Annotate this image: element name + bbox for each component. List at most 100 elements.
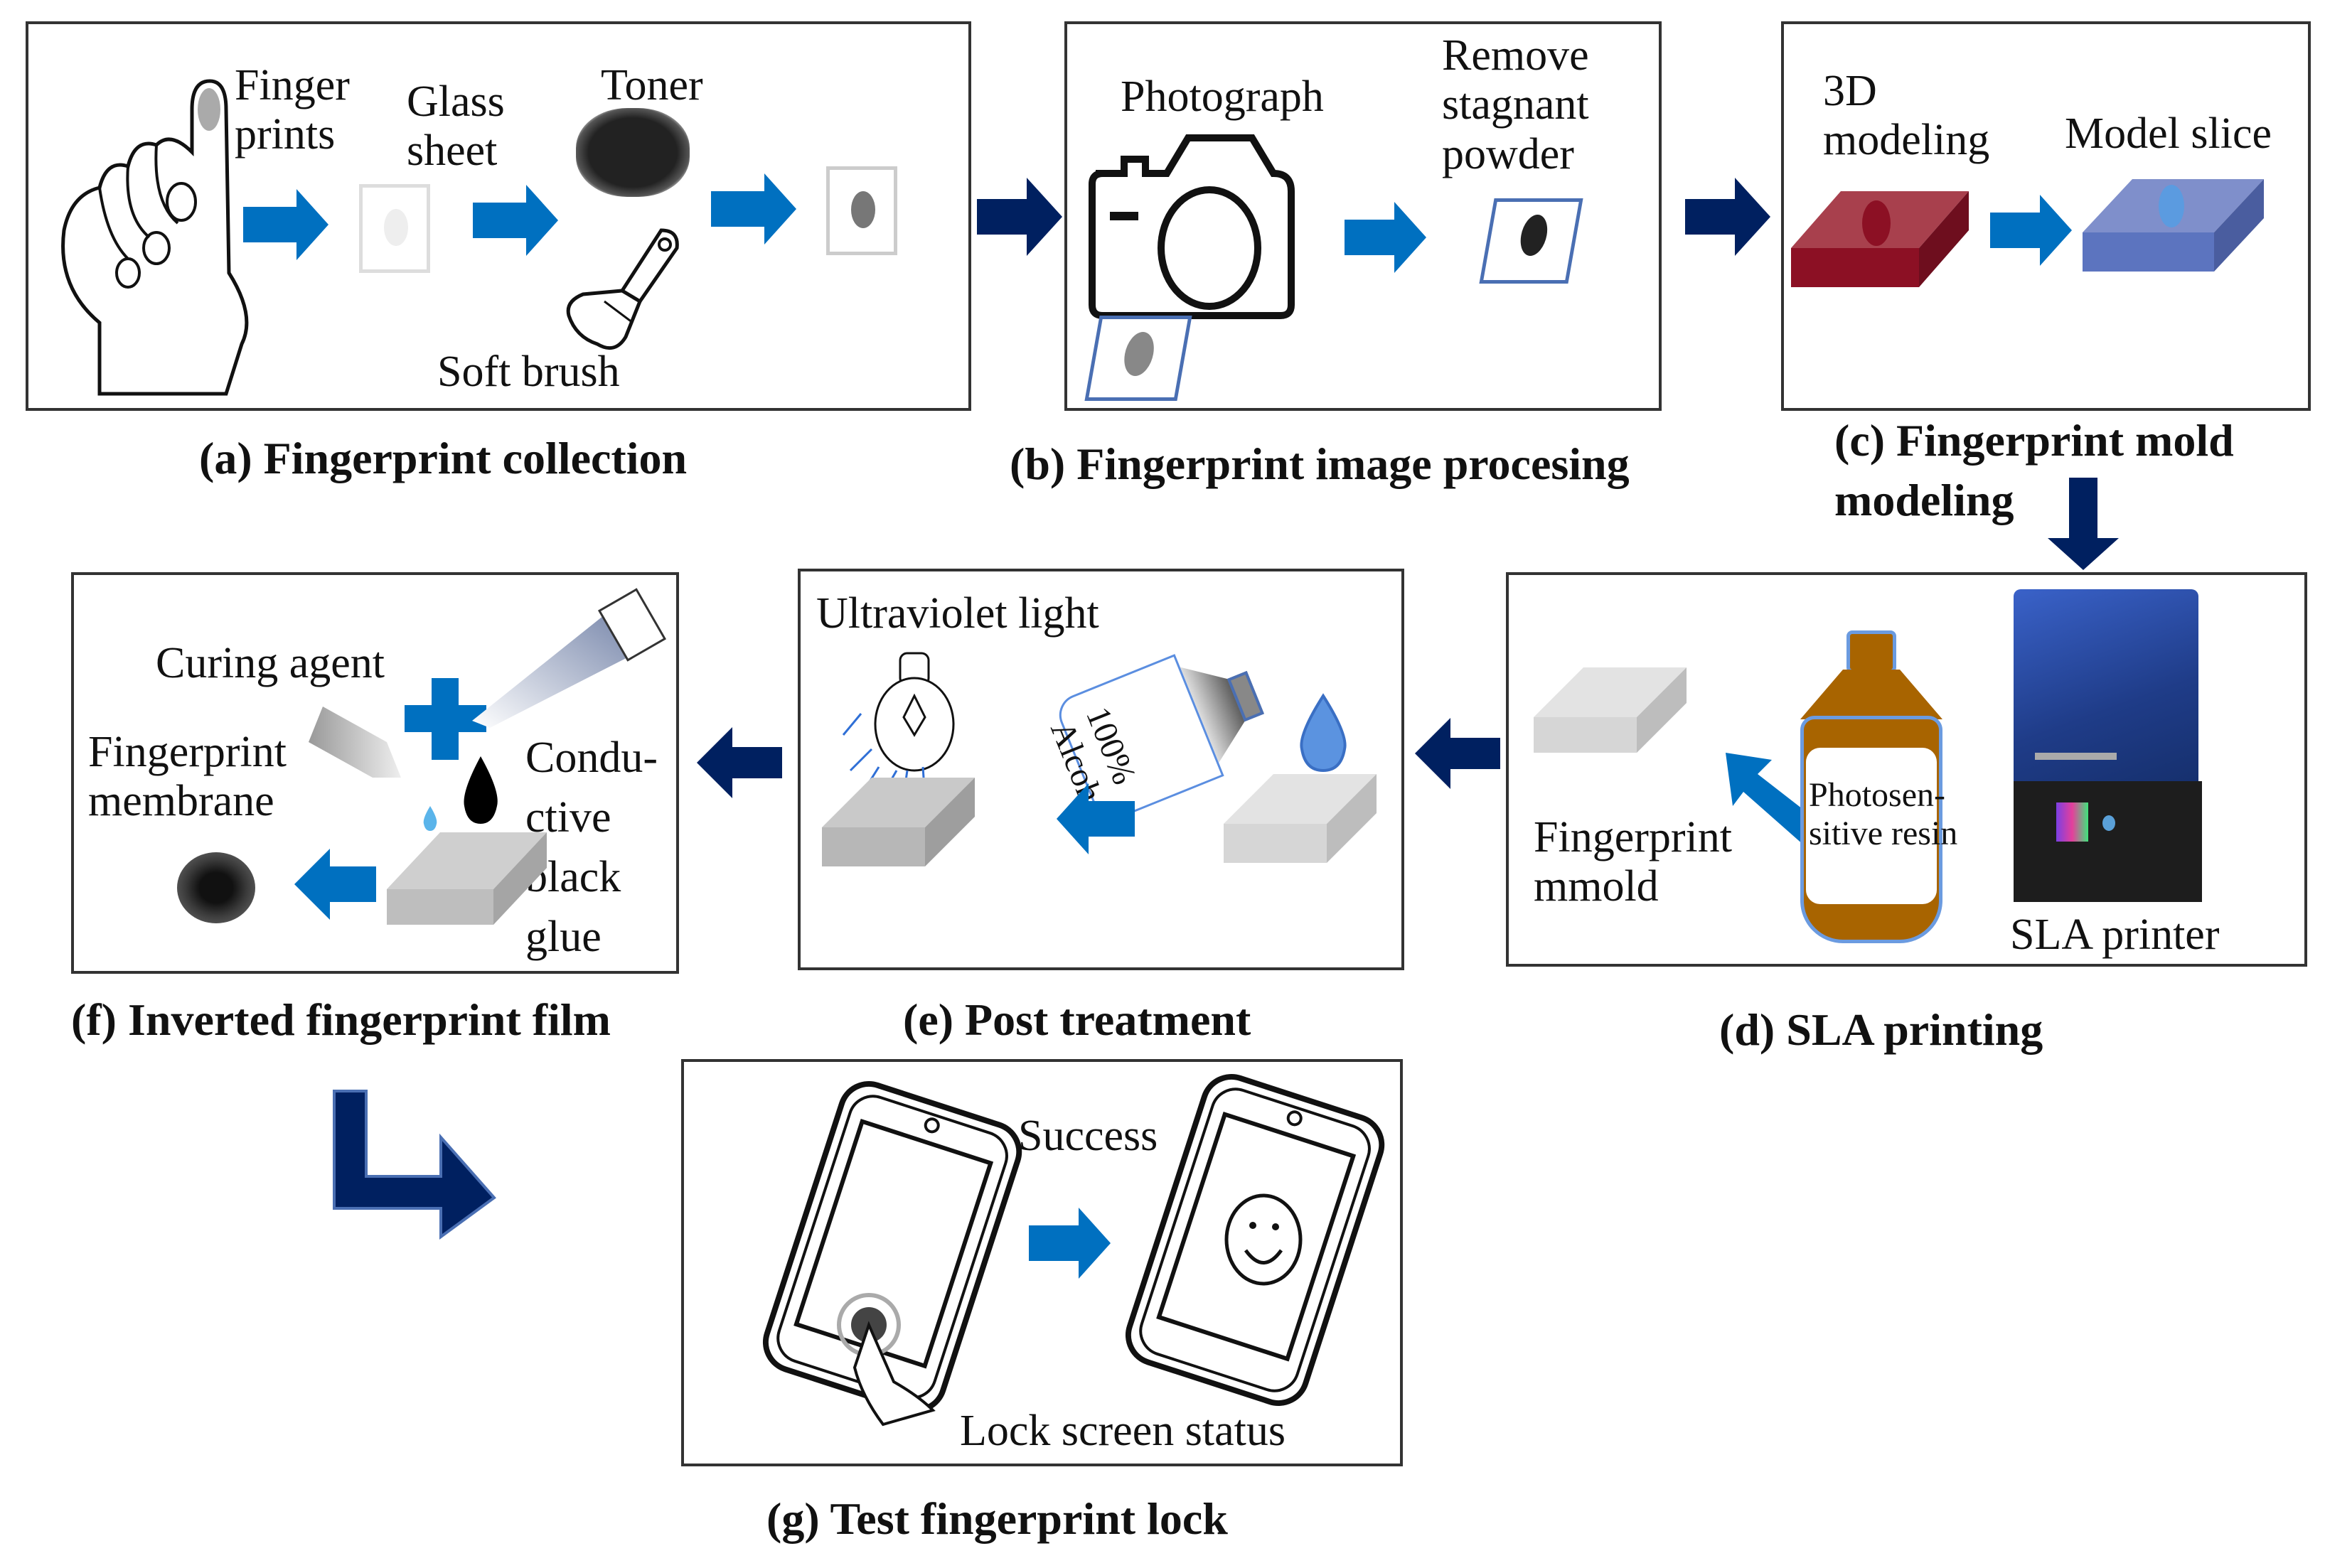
arrow-right-icon — [711, 173, 796, 245]
sla-printer-icon — [2014, 589, 2206, 902]
arrow-right-icon — [473, 185, 558, 256]
arrow-right-icon — [1029, 1208, 1111, 1279]
label-remove-stagnant-powder: Remove stagnant powder — [1442, 31, 1589, 179]
label-membrane-line2: membrane — [88, 777, 274, 826]
arrow-b-to-c-icon — [1685, 178, 1770, 256]
resin-bottle-icon: Photosen- sitive resin — [1800, 630, 1957, 943]
label-mold-line2: mmold — [1534, 862, 1659, 911]
caption-inverted-fingerprint-film: (f) Inverted fingerprint film — [71, 994, 611, 1045]
bottle-label-icon — [1806, 748, 1937, 904]
label-fingerprint-mold: Fingerprint mmold — [1534, 813, 1732, 912]
plus-icon — [405, 678, 486, 760]
arrow-e-to-f-icon — [697, 727, 782, 798]
alcohol-droplet-icon — [1300, 693, 1347, 773]
toner-powder-icon — [576, 108, 690, 197]
black-fingerprint-icon — [1517, 215, 1551, 256]
uncured-mold-block-icon — [1224, 774, 1377, 863]
panel-test-fingerprint-lock: Success Lock screen status — [681, 1059, 1403, 1466]
camera-icon — [1089, 134, 1295, 319]
toned-fingerprint-icon — [851, 191, 875, 228]
label-glue-line4: glue — [525, 913, 602, 961]
red-3d-mold-icon — [1791, 191, 1969, 287]
caption-fingerprint-image-processing: (b) Fingerprint image procesing — [1010, 439, 1630, 489]
label-remove-line1: Remove — [1442, 31, 1589, 80]
label-fingerprint-membrane: Fingerprint membrane — [88, 728, 287, 827]
printer-knob-icon — [2102, 815, 2115, 831]
label-remove-line3: powder — [1442, 129, 1574, 178]
gray-mold-block-icon — [1534, 667, 1687, 753]
unlocked-phone-icon — [1125, 1073, 1385, 1406]
clean-print-icon — [1479, 198, 1583, 284]
arrow-c-to-d-icon — [2048, 478, 2119, 570]
cured-mold-block-icon — [822, 778, 975, 866]
label-finger-prints-line1: Finger — [235, 61, 350, 109]
conductive-glue-tube-icon — [472, 588, 667, 728]
label-resin-line2: sitive resin — [1809, 814, 1958, 852]
fingerprint-membrane-icon — [177, 852, 255, 923]
arrow-a-to-b-icon — [977, 178, 1062, 256]
label-membrane-line1: Fingerprint — [88, 728, 287, 776]
label-resin-line1: Photosen- — [1809, 776, 1945, 814]
label-finger-prints-line2: prints — [235, 110, 336, 159]
black-glue-drop-icon — [464, 756, 498, 824]
caption-fingerprint-mold-modeling: (c) Fingerprint mold modeling — [1834, 411, 2234, 530]
printer-hood-icon — [2014, 589, 2198, 781]
hand-pointing-icon — [61, 79, 249, 396]
label-photosensitive-resin: Photosen- sitive resin — [1809, 776, 1957, 853]
arrow-left-icon — [294, 849, 376, 920]
printer-base-icon — [2014, 781, 2202, 902]
panel-fingerprint-collection: Finger prints Glass sheet Toner Soft bru… — [26, 21, 971, 411]
glass-sheet-icon — [359, 184, 430, 273]
panel-post-treatment: Ultraviolet light 100% Alcohol — [798, 569, 1404, 970]
label-model-slice: Model slice — [2065, 109, 2272, 158]
curing-agent-bottle-icon — [309, 707, 401, 778]
arrow-right-icon — [1345, 202, 1426, 273]
label-3d-modeling: 3D modeling — [1823, 67, 1989, 166]
photographed-print-icon — [1084, 316, 1192, 401]
panel-fingerprint-mold-modeling: 3D modeling Model slice — [1781, 21, 2311, 411]
label-toner: Toner — [601, 61, 703, 109]
panel-sla-printing: Fingerprint mmold Photosen- sitive resin… — [1506, 572, 2307, 967]
label-mold-line1: Fingerprint — [1534, 813, 1732, 861]
faint-fingerprint-icon — [384, 209, 408, 246]
label-conductive-black-glue: Condu- ctive black glue — [525, 728, 658, 967]
bottle-shoulder-icon — [1800, 670, 1942, 719]
gray-fingerprint-icon — [1121, 332, 1158, 376]
label-remove-line2: stagnant — [1442, 80, 1589, 129]
panel-inverted-fingerprint-film: Curing agent Fingerprint membrane Condu-… — [71, 572, 679, 974]
label-glue-line1: Condu- — [525, 734, 658, 782]
arrow-d-to-e-icon — [1415, 718, 1500, 789]
label-soft-brush: Soft brush — [437, 348, 620, 396]
soft-brush-icon — [566, 228, 679, 350]
label-photograph: Photograph — [1121, 73, 1324, 121]
toned-glass-sheet-icon — [826, 166, 897, 255]
label-3d-modeling-line1: 3D — [1823, 67, 1877, 115]
bottle-cap-icon — [1846, 630, 1896, 673]
arrow-right-icon — [243, 189, 328, 260]
caption-sla-printing: (d) SLA printing — [1719, 1004, 2043, 1055]
label-finger-prints: Finger prints — [235, 61, 350, 160]
mold-block-with-glue-icon — [387, 832, 547, 925]
caption-fingerprint-collection: (a) Fingerprint collection — [199, 433, 688, 483]
panel-fingerprint-image-processing: Photograph Remove stagnant powder — [1064, 21, 1662, 411]
caption-post-treatment: (e) Post treatment — [903, 994, 1251, 1045]
label-glass-sheet-line2: sheet — [407, 127, 498, 176]
printer-build-plate-icon — [2035, 753, 2117, 760]
locked-phone-icon — [762, 1080, 1022, 1427]
caption-c-line1: (c) Fingerprint mold — [1834, 415, 2234, 466]
arrow-right-icon — [1990, 195, 2072, 266]
smiley-face-icon — [1224, 1193, 1303, 1286]
printer-touchscreen-icon — [2056, 802, 2088, 842]
label-glass-sheet-line1: Glass — [407, 77, 505, 126]
arrow-left-icon — [1057, 783, 1135, 854]
label-success: Success — [1018, 1112, 1158, 1160]
label-glass-sheet: Glass sheet — [407, 77, 505, 176]
caption-c-line2: modeling — [1834, 475, 2014, 525]
label-curing-agent: Curing agent — [156, 639, 385, 687]
label-3d-modeling-line2: modeling — [1823, 116, 1990, 165]
label-ultraviolet-light: Ultraviolet light — [816, 589, 1099, 638]
blue-agent-drop-icon — [423, 806, 437, 831]
blue-model-slice-icon — [2083, 179, 2264, 272]
label-lock-screen-status: Lock screen status — [960, 1407, 1286, 1455]
uv-bulb-icon — [842, 652, 955, 800]
